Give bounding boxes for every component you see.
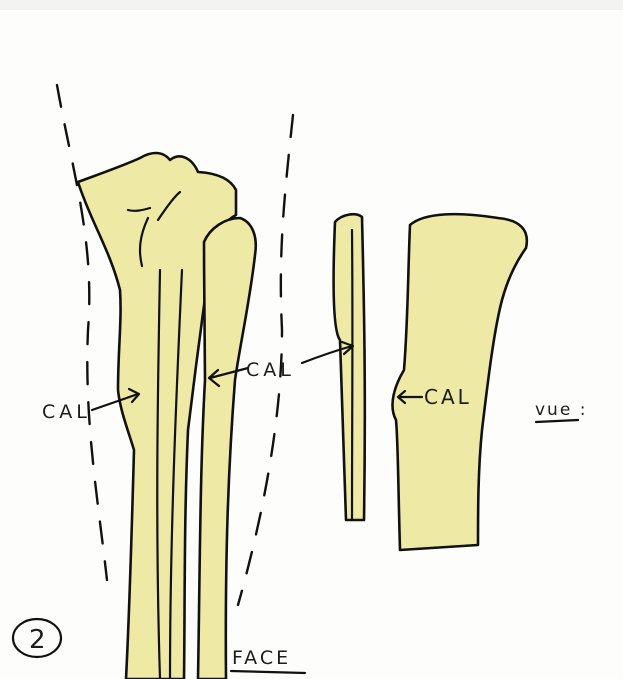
face-label: FACE bbox=[232, 647, 291, 669]
cast-outline-left bbox=[57, 85, 107, 580]
lateral-wide-bone bbox=[392, 214, 526, 550]
paper-top-edge bbox=[0, 0, 623, 10]
fibula-bone bbox=[198, 218, 256, 679]
callus-label-3: CAL bbox=[424, 385, 472, 409]
view-label: vue : bbox=[535, 400, 587, 420]
face-label-underline bbox=[231, 671, 305, 673]
callus-label-1: CAL bbox=[42, 401, 91, 423]
lateral-thin-bone bbox=[334, 214, 365, 520]
view-label-underline bbox=[536, 420, 578, 422]
figure-number: 2 bbox=[29, 625, 46, 655]
callus-label-2: CAL bbox=[246, 359, 295, 381]
